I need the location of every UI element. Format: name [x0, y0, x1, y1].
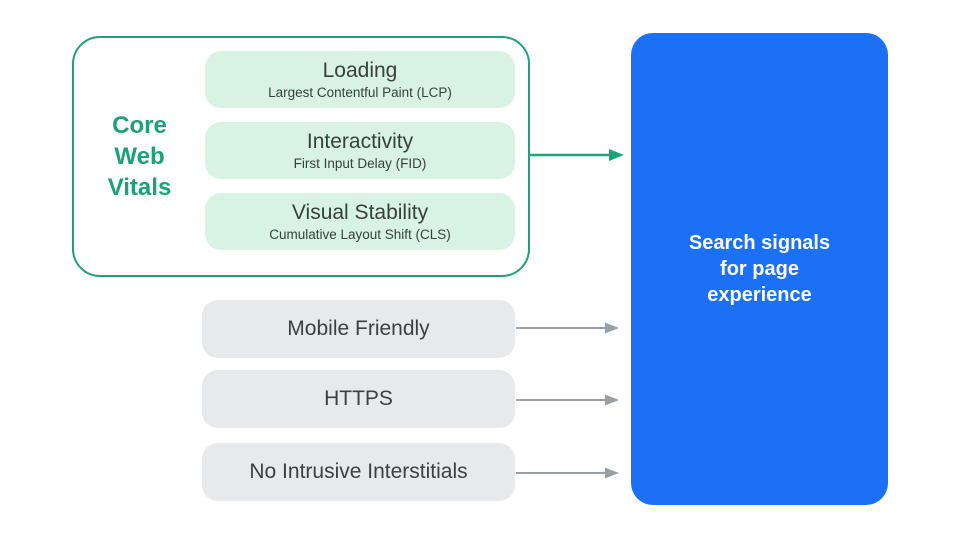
- arrow-no-intrusive-interstitials-icon: [516, 467, 619, 479]
- pill-interactivity-subtitle: First Input Delay (FID): [293, 155, 427, 171]
- core-web-vitals-label-text: Core Web Vitals: [107, 112, 172, 201]
- pill-no-intrusive-interstitials-label: No Intrusive Interstitials: [249, 460, 468, 483]
- arrow-https-icon: [516, 394, 619, 406]
- pill-loading-title: Loading: [322, 58, 398, 82]
- pill-visual-stability-subtitle: Cumulative Layout Shift (CLS): [269, 226, 451, 242]
- pill-visual-stability: Visual Stability Cumulative Layout Shift…: [205, 193, 515, 250]
- pill-mobile-friendly-label: Mobile Friendly: [287, 317, 430, 340]
- pill-visual-stability-title: Visual Stability: [291, 200, 429, 224]
- pill-mobile-friendly: Mobile Friendly: [202, 300, 515, 358]
- search-signals-label: Search signals for page experience: [688, 232, 831, 306]
- core-web-vitals-group: Core Web Vitals Loading Largest Contentf…: [72, 36, 530, 277]
- pill-loading-subtitle: Largest Contentful Paint (LCP): [268, 84, 452, 100]
- pill-https-label: HTTPS: [324, 387, 393, 410]
- pill-no-intrusive-interstitials: No Intrusive Interstitials: [202, 443, 515, 501]
- pill-loading: Loading Largest Contentful Paint (LCP): [205, 51, 515, 108]
- arrow-core-web-vitals-icon: [528, 149, 624, 161]
- pill-interactivity: Interactivity First Input Delay (FID): [205, 122, 515, 179]
- core-web-vitals-label: Core Web Vitals: [74, 38, 205, 275]
- search-signals-box: Search signals for page experience: [631, 33, 888, 505]
- pill-https: HTTPS: [202, 370, 515, 428]
- pill-interactivity-title: Interactivity: [306, 129, 414, 153]
- arrow-mobile-friendly-icon: [516, 322, 619, 334]
- core-web-vitals-pill-list: Loading Largest Contentful Paint (LCP) I…: [205, 38, 528, 275]
